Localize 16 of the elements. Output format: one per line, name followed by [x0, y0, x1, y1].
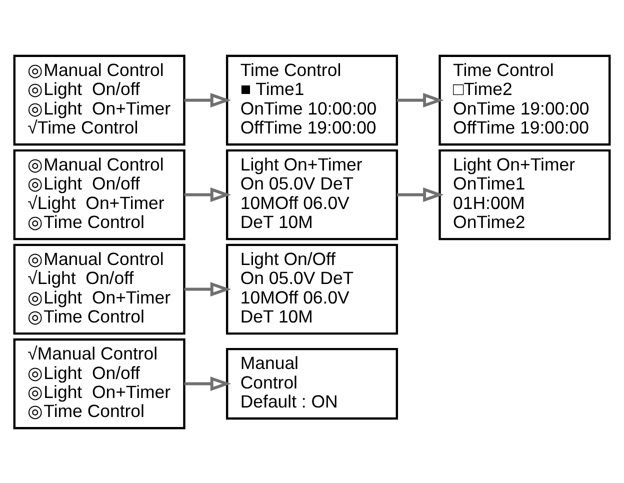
arrow — [396, 92, 444, 107]
node-box: ◎Manual Control √Light On/off ◎Light On+Timer ◎Time Control — [13, 243, 186, 334]
node-box: Light On/Off On 05.0V DeT 10MOff 06.0V DeT 10M — [226, 243, 398, 334]
node-box: Time Control □Time2 OnTime 19:00:00 OffTime 19:00:00 — [438, 54, 611, 146]
node-box: √Manual Control ◎Light On/off ◎Light On+Timer ◎Time Control — [13, 338, 186, 429]
arrow — [396, 186, 444, 202]
arrow — [184, 92, 232, 107]
arrow — [184, 376, 232, 391]
node-box: ◎Manual Control ◎Light On/off ◎Light On+Timer √Time Control — [13, 54, 186, 146]
arrow — [184, 186, 232, 202]
arrow — [184, 282, 232, 296]
node-box: Light On+Timer On 05.0V DeT 10MOff 06.0V DeT 10M — [226, 148, 398, 240]
node-box: ◎Manual Control ◎Light On/off √Light On+Timer ◎Time Control — [13, 148, 186, 240]
node-box: Manual Control Default : ON — [226, 347, 398, 420]
node-box: Light On+Timer OnTime1 01H:00M OnTime2 — [438, 148, 611, 240]
node-box: Time Control ■ Time1 OnTime 10:00:00 OffTime 19:00:00 — [226, 54, 398, 146]
